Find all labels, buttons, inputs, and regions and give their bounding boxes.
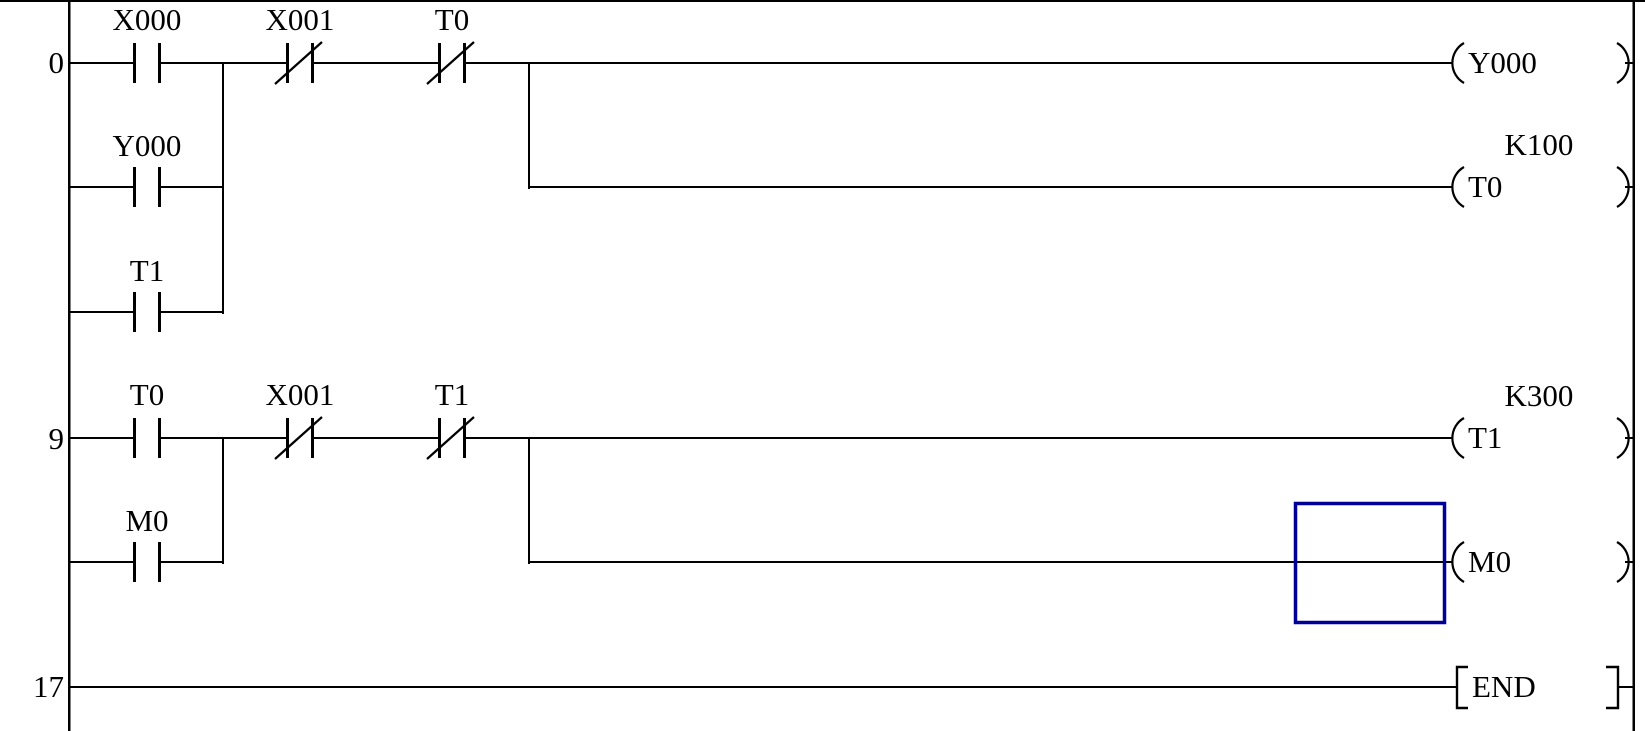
coil-y000[interactable]: Y000 (1451, 42, 1630, 84)
contact-bar (133, 542, 136, 582)
wire-segment (314, 62, 438, 64)
contact-bar (158, 167, 161, 207)
rung-9: 9 T0 X001 T1 (49, 377, 1633, 625)
wire-segment (466, 437, 1453, 439)
coil-arc-right (1616, 417, 1630, 459)
contact-bar (158, 292, 161, 332)
output-junction-wire (528, 62, 530, 189)
timer-preset: K300 (1505, 378, 1574, 413)
contact-bar (463, 43, 466, 83)
coil-arc-right (1616, 541, 1630, 583)
no-contact-t0[interactable]: T0 (130, 377, 164, 458)
rung-0: 0 X000 X001 T0 (49, 2, 1633, 332)
wire-segment (70, 62, 133, 64)
left-power-rail (68, 0, 71, 731)
output-junction-wire (528, 437, 530, 564)
contact-bar (463, 418, 466, 458)
wire-segment (161, 561, 223, 563)
contact-label: X000 (113, 2, 182, 37)
wire-segment (70, 186, 133, 188)
step-number: 0 (49, 45, 65, 80)
coil-label: T1 (1468, 420, 1502, 455)
wire-segment (528, 186, 1453, 188)
coil-label: T0 (1468, 169, 1502, 204)
contact-bar (311, 43, 314, 83)
coil-arc-left (1451, 166, 1465, 208)
no-contact-x000[interactable]: X000 (113, 2, 182, 83)
coil-arc-right (1616, 166, 1630, 208)
contact-bar (158, 43, 161, 83)
end-instruction[interactable]: END (1455, 665, 1620, 710)
wire-segment (161, 186, 223, 188)
right-power-rail (1632, 0, 1635, 731)
coil-label: M0 (1468, 544, 1511, 579)
nc-slash (426, 416, 475, 460)
contact-bar (133, 292, 136, 332)
wire-segment (70, 561, 133, 563)
bracket-left (1455, 665, 1468, 710)
nc-contact-t0[interactable]: T0 (426, 2, 475, 85)
contact-label: X001 (266, 377, 335, 412)
contact-bar (311, 418, 314, 458)
top-border (0, 0, 1645, 2)
nc-slash (274, 41, 323, 85)
coil-m0[interactable]: M0 (1451, 541, 1630, 583)
instruction-label: END (1472, 669, 1536, 704)
coil-arc-right (1616, 42, 1630, 84)
contact-label: Y000 (113, 128, 182, 163)
wire-segment (70, 311, 133, 313)
step-number: 17 (33, 669, 64, 704)
contact-bar (438, 43, 441, 83)
wire-segment (70, 686, 1456, 688)
coil-arc-left (1451, 541, 1465, 583)
coil-arc-left (1451, 417, 1465, 459)
step-number: 9 (49, 421, 65, 456)
wire-segment (466, 62, 1453, 64)
timer-preset: K100 (1505, 127, 1574, 162)
no-contact-m0[interactable]: M0 (125, 503, 169, 582)
rung-17: 17 END (33, 665, 1633, 710)
no-contact-y000[interactable]: Y000 (113, 128, 182, 207)
edit-cursor[interactable] (1293, 501, 1447, 625)
contact-label: T0 (435, 2, 469, 37)
contact-label: T1 (130, 253, 164, 288)
coil-label: Y000 (1468, 45, 1537, 80)
coil-arc-left (1451, 42, 1465, 84)
contact-bar (438, 418, 441, 458)
contact-bar (158, 542, 161, 582)
contact-label: M0 (125, 503, 168, 538)
nc-contact-t1[interactable]: T1 (426, 377, 475, 460)
nc-slash (274, 416, 323, 460)
wire-segment (161, 311, 223, 313)
contact-bar (133, 43, 136, 83)
no-contact-t1[interactable]: T1 (130, 253, 164, 332)
timer-coil-t0[interactable]: K100 T0 (1451, 127, 1630, 208)
contact-bar (133, 167, 136, 207)
contact-bar (286, 418, 289, 458)
contact-bar (286, 43, 289, 83)
nc-slash (426, 41, 475, 85)
nc-contact-x001[interactable]: X001 (266, 377, 335, 460)
wire-segment (314, 437, 438, 439)
contact-bar (158, 418, 161, 458)
branch-junction-wire (222, 437, 224, 564)
wire-segment (1618, 686, 1633, 688)
contact-bar (133, 418, 136, 458)
wire-segment (70, 437, 133, 439)
wire-segment (528, 561, 1453, 563)
timer-coil-t1[interactable]: K300 T1 (1451, 378, 1630, 459)
bracket-right (1606, 665, 1620, 710)
contact-label: X001 (266, 2, 335, 37)
contact-label: T0 (130, 377, 164, 412)
nc-contact-x001[interactable]: X001 (266, 2, 335, 85)
contact-label: T1 (435, 377, 469, 412)
